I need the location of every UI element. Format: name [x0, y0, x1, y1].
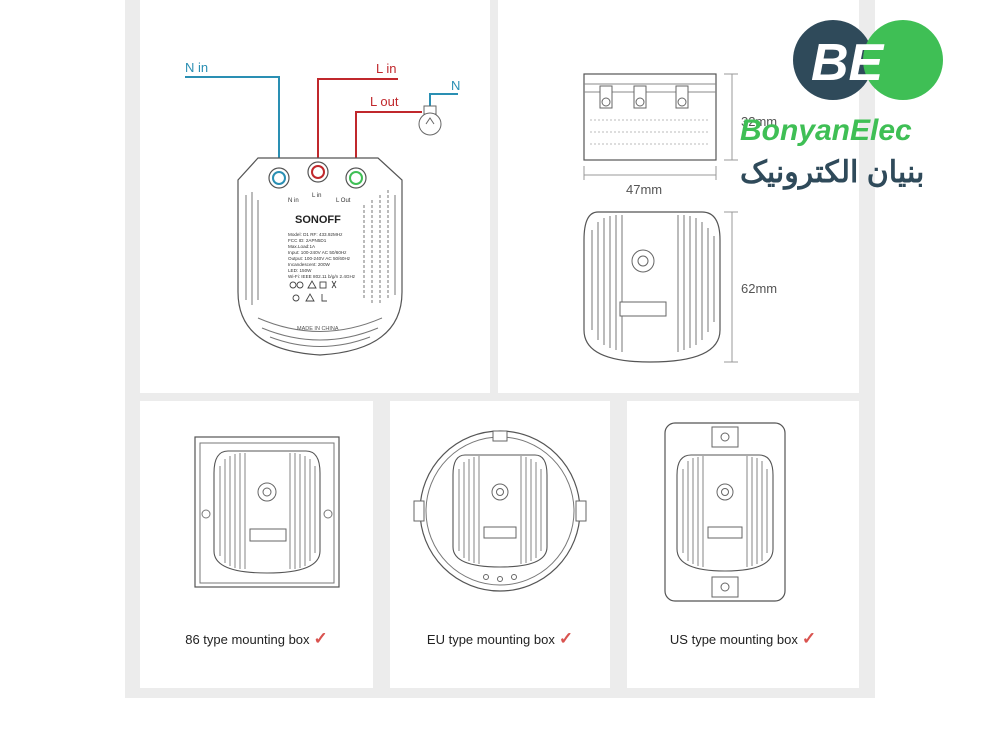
n-in-label: N in	[185, 60, 208, 75]
svg-text:Incandescent: 200W: Incandescent: 200W	[288, 262, 331, 267]
l-out-label: L out	[370, 94, 399, 109]
mounting-86-caption: 86 type mounting box✓	[185, 629, 328, 648]
l-in-wire	[317, 78, 398, 165]
mounting-eu-caption: EU type mounting box✓	[426, 629, 574, 648]
n-label: N	[451, 78, 460, 93]
wiring-diagram-panel: N in L in L out N N in L in L Out	[140, 0, 490, 393]
mounting-86-panel: 86 type mounting box✓	[140, 401, 373, 688]
device-front-view	[583, 211, 721, 363]
svg-text:Model: D1 RF: 433.92MHz: Model: D1 RF: 433.92MHz	[288, 232, 343, 237]
mounting-eu-drawing	[413, 430, 587, 592]
dimension-drawing: 47mm 32mm 62mm	[583, 73, 777, 363]
check-icon: ✓	[313, 629, 328, 648]
lamp-icon	[418, 105, 442, 136]
n-in-wire	[185, 76, 280, 175]
wiring-diagram: N in L in L out N N in L in L Out	[185, 60, 460, 356]
svg-text:Max.Load:1A: Max.Load:1A	[288, 244, 316, 249]
svg-text:LED: 150W: LED: 150W	[288, 268, 312, 273]
logo-mark: BE BonyanElec بنیان الکترونیک	[740, 20, 943, 190]
l-in-label: L in	[376, 61, 396, 76]
terminal-label-n-in: N in	[288, 198, 299, 204]
terminal-label-l-in: L in	[312, 193, 321, 199]
terminal-label-l-out: L Out	[336, 198, 351, 204]
svg-text:Input: 100-240V AC 50/60Hz: Input: 100-240V AC 50/60Hz	[288, 250, 347, 255]
device-side-view	[583, 73, 717, 161]
check-icon: ✓	[558, 629, 574, 648]
certification-icons	[289, 280, 337, 302]
made-in-label: MADE IN CHINA	[297, 326, 339, 332]
device-back-view: N in L in L Out SONOFF Model: D1 RF: 433…	[237, 157, 403, 356]
svg-text:Wi-Fi: IEEE 802.11 b/g/n 2.4GH: Wi-Fi: IEEE 802.11 b/g/n 2.4GHz	[288, 274, 356, 279]
mounting-86-drawing	[194, 436, 340, 588]
logo-name: BonyanElec	[740, 114, 912, 147]
logo-mark-text: BE	[811, 34, 885, 92]
l-out-wire	[355, 111, 405, 175]
mounting-us-drawing	[664, 422, 786, 602]
depth-dimension-label: 62mm	[741, 281, 777, 296]
svg-text:Output: 100-240V AC 50/60Hz: Output: 100-240V AC 50/60Hz	[288, 256, 351, 261]
mounting-us-panel: US type mounting box✓	[627, 401, 859, 688]
height-dimension-label: 32mm	[741, 114, 777, 129]
mounting-eu-panel: EU type mounting box✓	[390, 401, 610, 688]
width-dimension-label: 47mm	[626, 182, 662, 197]
check-icon: ✓	[801, 629, 817, 648]
brand-label: SONOFF	[295, 214, 341, 226]
logo-name-fa: بنیان الکترونیک	[740, 156, 924, 190]
device-front-view	[676, 454, 774, 572]
device-front-view	[452, 454, 548, 568]
spec-text: Model: D1 RF: 433.92MHz FCC ID: 2APN5D1 …	[288, 232, 356, 279]
mounting-us-caption: US type mounting box✓	[669, 629, 817, 648]
device-front-view	[213, 450, 321, 574]
n-lamp-wire	[429, 93, 458, 107]
svg-text:FCC ID: 2APN5D1: FCC ID: 2APN5D1	[288, 238, 327, 243]
bonyanelec-logo: BE BonyanElec بنیان الکترونیک	[738, 12, 998, 192]
